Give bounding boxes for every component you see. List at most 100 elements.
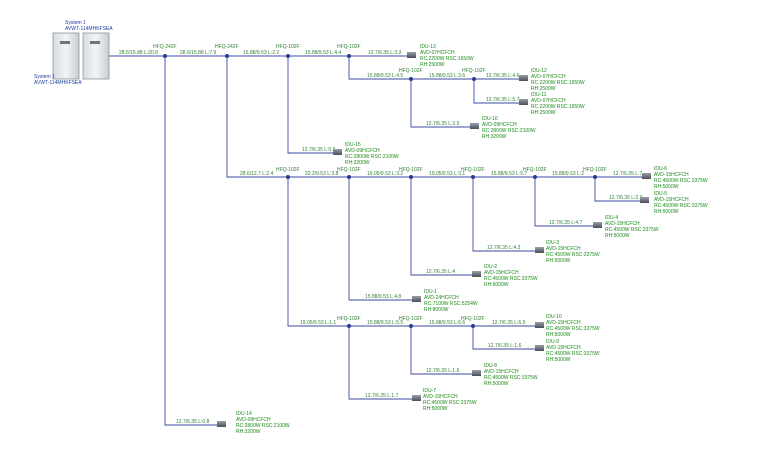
- idu-capacity: RC:4500W RSC:3375W: [654, 203, 708, 209]
- outdoor-unit-panel-2: [90, 41, 100, 44]
- pipe-label: 12.7/6.35 L:1.7: [365, 393, 399, 399]
- node-f13[interactable]: [347, 324, 351, 328]
- fitting-label: HFQ-102F: [276, 44, 300, 50]
- node-f5[interactable]: [409, 77, 413, 81]
- indoor-unit-idu-6[interactable]: IDU-6 AVD-15HCFCH RC:4500W RSC:3375W RH:…: [642, 166, 708, 190]
- pipe-label: 15.88/9.53 L:3.6: [429, 73, 465, 79]
- idu-name: IDU-1: [424, 289, 437, 295]
- pipe-to-idu-7: [348, 326, 416, 400]
- indoor-unit-idu-7[interactable]: IDU-7 AVD-15HCFCH RC:4500W RSC:3375W RH:…: [412, 388, 477, 412]
- indoor-units: IDU-13 AVD-07HCFCH RC:2200W RSC:1650W RH…: [217, 44, 708, 435]
- fitting-labels: HFQ-242F HFQ-242F HFQ-102F HFQ-102F HFQ-…: [153, 44, 607, 322]
- pipe-label: 15.88/9.53 L:5.5: [367, 320, 403, 326]
- idu-heating: RH:5000W: [654, 184, 679, 190]
- node-f11[interactable]: [533, 175, 537, 179]
- indoor-unit-idu-16[interactable]: IDU-16 AVD-09HCFCH RC:2800W RSC:2100W RH…: [470, 116, 536, 140]
- indoor-unit-idu-1[interactable]: IDU-1 AVD-24HCFCH RC:7100W RSC:5254W RH:…: [412, 289, 478, 313]
- fitting-label: HFQ-102F: [399, 167, 423, 173]
- indoor-unit-idu-14[interactable]: IDU-14 AVD-09HCFCH RC:2800W RSC:2100W RH…: [217, 411, 290, 435]
- fitting-label: HFQ-102F: [337, 44, 361, 50]
- idu-model: AVD-15HCFCH: [654, 197, 689, 203]
- indoor-unit-icon: [412, 296, 421, 302]
- indoor-unit-icon: [640, 197, 649, 203]
- pipe-label: 12.7/6.35 L:0.6: [302, 147, 336, 153]
- fitting-label: HFQ-102F: [583, 167, 607, 173]
- indoor-unit-idu-12[interactable]: IDU-12 AVD-07HCFCH RC:2200W RSC:1650W RH…: [519, 68, 585, 92]
- node-f7[interactable]: [286, 175, 290, 179]
- pipe-label: 15.88/9.53 L:4.4: [305, 50, 341, 56]
- indoor-unit-idu-10[interactable]: IDU-10 AVD-15HCFCH RC:4500W RSC:3375W RH…: [535, 314, 600, 338]
- fitting-label: HFQ-102F: [337, 167, 361, 173]
- node-f9[interactable]: [409, 175, 413, 179]
- idu-capacity: RC:7100W RSC:5254W: [424, 301, 478, 307]
- indoor-unit-icon: [407, 52, 416, 58]
- pipe-label: 12.7/6.35 L:4.6: [486, 73, 520, 79]
- pipe-to-idu-15: [287, 56, 337, 154]
- indoor-unit-icon: [519, 99, 528, 105]
- node-f4[interactable]: [347, 54, 351, 58]
- pipe-label: 12.7/6.35 L:4.3: [487, 245, 521, 251]
- fitting-label: HFQ-102F: [461, 316, 485, 322]
- idu-name: IDU-6: [654, 166, 667, 172]
- pipe-labels: 28.6/15.88 L:20.8 28.6/15.88 L:7.9 15.88…: [119, 50, 643, 425]
- indoor-unit-icon: [535, 247, 544, 253]
- idu-model: AVD-07HCFCH: [531, 98, 566, 104]
- idu-model: AVD-09HCFCH: [345, 148, 380, 154]
- pipe-label: 12.7/6.35 L:5.7: [486, 97, 520, 103]
- node-f6[interactable]: [472, 77, 476, 81]
- idu-model: AVD-15HCFCH: [546, 246, 581, 252]
- indoor-unit-idu-8[interactable]: IDU-8 AVD-15HCFCH RC:4500W RSC:3375W RH:…: [472, 363, 538, 387]
- pipe-label: 28.6/15.88 L:7.9: [180, 50, 216, 56]
- idu-model: AVD-15HCFCH: [654, 172, 689, 178]
- node-f14[interactable]: [409, 324, 413, 328]
- idu-heating: RH:5000W: [546, 332, 571, 338]
- indoor-unit-idu-15[interactable]: IDU-15 AVD-09HCFCH RC:2800W RSC:2100W RH…: [333, 142, 399, 166]
- indoor-unit-icon: [519, 75, 528, 81]
- indoor-unit-icon: [642, 173, 651, 179]
- node-f8[interactable]: [347, 175, 351, 179]
- indoor-unit-icon: [412, 395, 421, 401]
- idu-name: IDU-15: [345, 142, 361, 148]
- pipe-lower-trunk: [287, 177, 539, 327]
- indoor-unit-icon: [217, 421, 226, 427]
- pipe-to-idu-3: [472, 177, 539, 252]
- node-f2[interactable]: [225, 54, 229, 58]
- idu-capacity: RC:2200W RSC:1650W: [531, 104, 585, 110]
- pipe-label: 15.88/9.53 L:2: [552, 171, 584, 177]
- indoor-unit-idu-11[interactable]: IDU-11 AVD-07HCFCH RC:2200W RSC:1650W RH…: [519, 92, 585, 116]
- indoor-unit-idu-4[interactable]: IDU-4 AVD-15HCFCH RC:4500W RSC:3375W RH:…: [593, 215, 659, 239]
- pipe-label: 12.7/6.35 L:6.5: [492, 320, 526, 326]
- idu-name: IDU-13: [420, 44, 436, 50]
- idu-heating: RH:5000W: [484, 282, 509, 288]
- indoor-unit-icon: [470, 123, 479, 129]
- idu-capacity: RC:4500W RSC:3375W: [546, 252, 600, 258]
- pipe-label: 12.7/6.35 L:3.5: [426, 121, 460, 127]
- indoor-unit-idu-9[interactable]: IDU-9 AVD-15HCFCH RC:4500W RSC:3375W RH:…: [535, 339, 600, 363]
- node-f12[interactable]: [593, 175, 597, 179]
- idu-heating: RH:2500W: [531, 86, 556, 92]
- pipe-label: 12.7/6.35 L:3.3: [368, 50, 402, 56]
- indoor-unit-icon: [535, 322, 544, 328]
- idu-name: IDU-4: [605, 215, 618, 221]
- pipe-label: 15.88/9.53 L:6.6: [429, 320, 465, 326]
- indoor-unit-idu-13[interactable]: IDU-13 AVD-07HCFCH RC:2200W RSC:1650W RH…: [407, 44, 474, 68]
- indoor-unit-idu-3[interactable]: IDU-3 AVD-15HCFCH RC:4500W RSC:3375W RH:…: [535, 240, 600, 264]
- indoor-unit-idu-5[interactable]: IDU-5 AVD-15HCFCH RC:4500W RSC:3375W RH:…: [640, 191, 708, 215]
- outdoor-unit[interactable]: [52, 32, 110, 80]
- pipe-to-idu-9: [472, 326, 539, 350]
- pipe-to-idu-14: [164, 56, 218, 426]
- node-f10[interactable]: [471, 175, 475, 179]
- idu-capacity: RC:4500W RSC:3375W: [605, 227, 659, 233]
- idu-name: IDU-11: [531, 92, 547, 98]
- idu-name: IDU-2: [484, 264, 497, 270]
- node-f15[interactable]: [471, 324, 475, 328]
- fitting-label: HFQ-102F: [337, 316, 361, 322]
- idu-model: AVD-07HCFCH: [420, 50, 455, 56]
- idu-model: AVD-15HCFCH: [484, 270, 519, 276]
- idu-name: IDU-12: [531, 68, 547, 74]
- idu-model: AVD-15HCFCH: [546, 320, 581, 326]
- idu-capacity: RC:2800W RSC:2100W: [482, 128, 536, 134]
- node-f1[interactable]: [163, 54, 167, 58]
- node-f3[interactable]: [286, 54, 290, 58]
- indoor-unit-idu-2[interactable]: IDU-2 AVD-15HCFCH RC:4500W RSC:3375W RH:…: [472, 264, 538, 288]
